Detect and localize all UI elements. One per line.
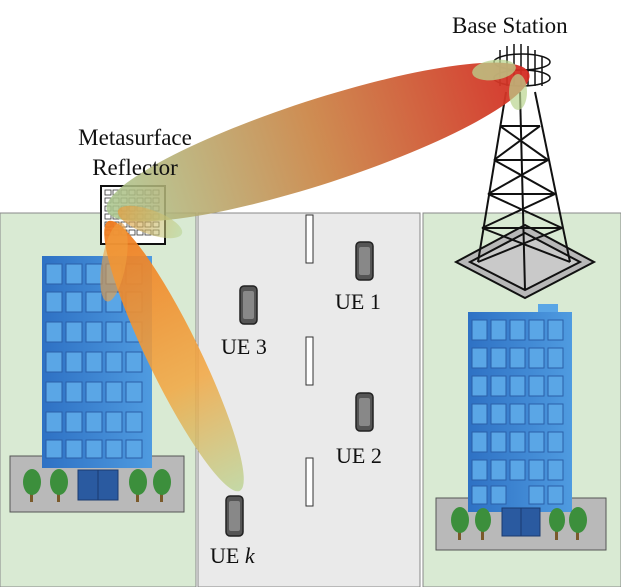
beam-base-to-reflector [106,62,530,222]
phone-icon [239,285,258,325]
reflector-label: Reflector [92,155,178,180]
beam-base-station-lobes [472,59,527,110]
tree-icon [451,507,587,540]
base-station-tower [453,91,597,300]
building-right [435,304,607,551]
ue1-label: UE 1 [335,289,381,314]
base-station-label: Base Station [452,13,568,38]
beam-reflector-lobes [100,205,183,302]
uek-label-prefix: UE [210,543,245,568]
building-left [9,256,185,513]
lane-markings [305,214,314,507]
ue3-label: UE 3 [221,334,267,359]
phone-icon [355,241,374,281]
ue2-label: UE 2 [336,443,382,468]
phone-icon [355,392,374,432]
beam-reflector-to-ue-k [104,220,244,492]
metasurface-label: Metasurface [78,125,192,150]
uek-label-index: k [244,543,255,568]
tree-icon [23,469,171,502]
uek-label: UE k [210,545,255,567]
phone-icon [225,495,244,537]
